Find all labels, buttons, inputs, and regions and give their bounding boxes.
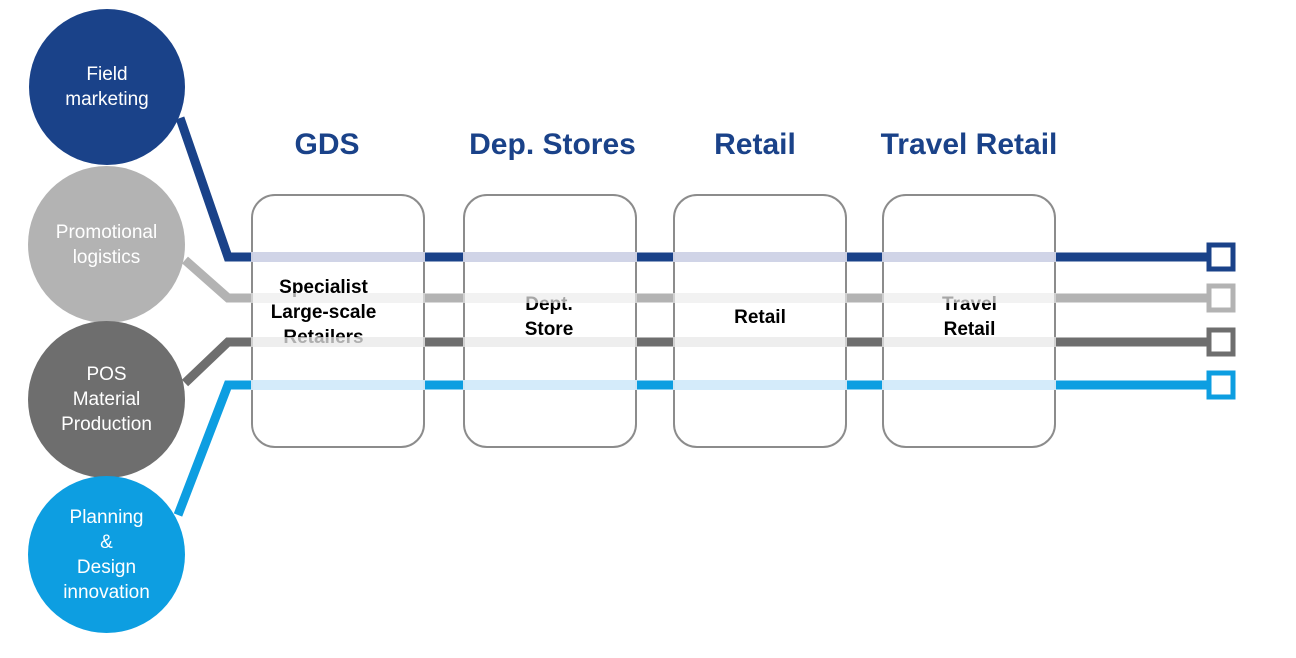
band-pos-dep-stores (463, 337, 637, 347)
circle-label: Planning & Design innovation (63, 506, 150, 603)
heading-gds: GDS (294, 128, 360, 161)
band-planning-dep-stores (463, 380, 637, 390)
end-square-planning-design (1206, 370, 1236, 400)
circle-promotional-logistics: Promotional logistics (28, 166, 185, 323)
band-pos-travel-retail (882, 337, 1056, 347)
circle-pos-material-production: POS Material Production (28, 321, 185, 478)
band-promotional-gds (251, 293, 425, 303)
band-promotional-retail (673, 293, 847, 303)
band-promotional-travel-retail (882, 293, 1056, 303)
band-promotional-dep-stores (463, 293, 637, 303)
band-planning-travel-retail (882, 380, 1056, 390)
band-planning-retail (673, 380, 847, 390)
heading-dep-stores: Dep. Stores (469, 128, 636, 161)
end-square-promotional-logistics (1206, 283, 1236, 313)
band-field-marketing-travel-retail (882, 252, 1056, 262)
end-square-field-marketing (1206, 242, 1236, 272)
circle-label: Field marketing (65, 64, 149, 110)
end-square-pos-material (1206, 327, 1236, 357)
band-pos-retail (673, 337, 847, 347)
band-planning-gds (251, 380, 425, 390)
heading-retail: Retail (714, 128, 796, 161)
band-field-marketing-gds (251, 252, 425, 262)
box-label-travel-retail: Travel Retail (898, 288, 1041, 346)
circle-planning-design-innovation: Planning & Design innovation (28, 476, 185, 633)
band-field-marketing-dep-stores (463, 252, 637, 262)
circle-field-marketing: Field marketing (29, 9, 185, 165)
band-field-marketing-retail (673, 252, 847, 262)
heading-travel-retail: Travel Retail (880, 128, 1058, 161)
circle-label: Promotional logistics (55, 221, 158, 268)
circle-label: POS Material Production (61, 364, 152, 435)
band-pos-gds (251, 337, 425, 347)
